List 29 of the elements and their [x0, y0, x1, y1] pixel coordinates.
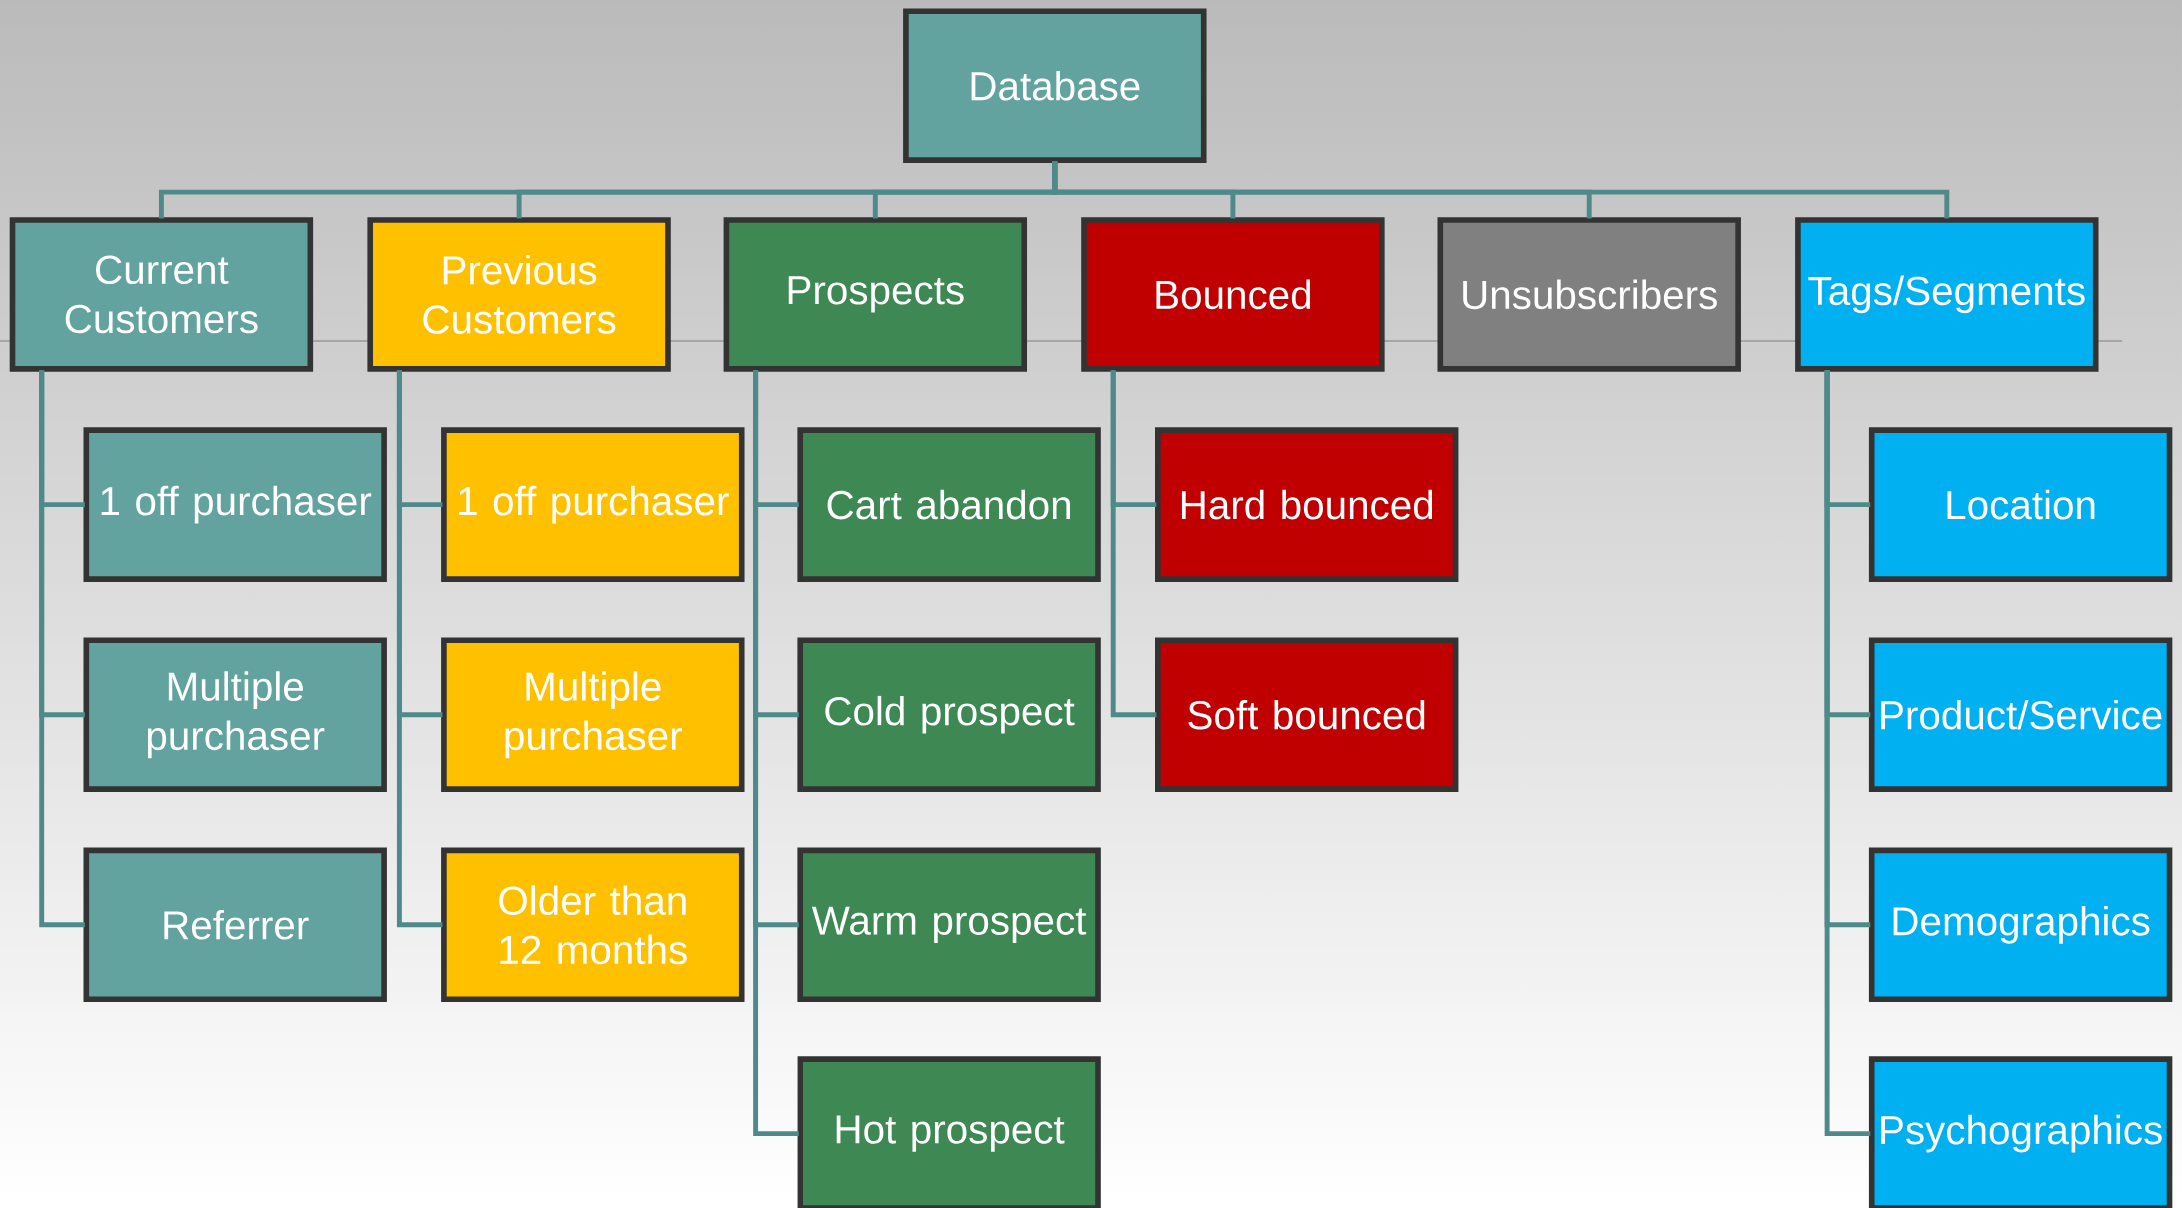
subcategory-box: 1 off purchaser	[441, 427, 745, 582]
root-box: Database	[903, 8, 1207, 163]
category-box: Bounced	[1081, 217, 1385, 372]
category-box: Unsubscribers	[1437, 217, 1741, 372]
subcategory-box: Cold prospect	[797, 637, 1101, 792]
category-box: Tags/Segments	[1795, 217, 2099, 372]
connector-line	[753, 370, 799, 1137]
category-box: Prospects	[723, 217, 1027, 372]
connector-line	[1110, 370, 1157, 718]
subcategory-box: Warm prospect	[797, 847, 1101, 1003]
connector-line	[1052, 161, 1950, 219]
subcategory-box: Location	[1868, 427, 2173, 582]
subcategory-box: Hot prospect	[797, 1056, 1101, 1208]
subcategory-box: Multiple purchaser	[441, 637, 745, 792]
subcategory-box: Product/Service	[1868, 637, 2173, 792]
subcategory-box: Cart abandon	[797, 427, 1101, 582]
subcategory-box: Multiple purchaser	[83, 637, 387, 792]
category-box: Current Customers	[9, 217, 314, 372]
connector-line	[39, 370, 85, 928]
subcategory-box: Older than 12 months	[441, 847, 745, 1003]
subcategory-box: Psychographics	[1868, 1056, 2173, 1208]
subcategory-box: Demographics	[1868, 847, 2173, 1003]
subcategory-box: Referrer	[83, 847, 387, 1003]
connector-line	[1824, 370, 1871, 1137]
connector-line	[396, 370, 443, 928]
subcategory-box: Soft bounced	[1155, 637, 1459, 792]
subcategory-box: 1 off purchaser	[83, 427, 387, 582]
category-box: Previous Customers	[367, 217, 671, 372]
subcategory-box: Hard bounced	[1155, 427, 1459, 582]
